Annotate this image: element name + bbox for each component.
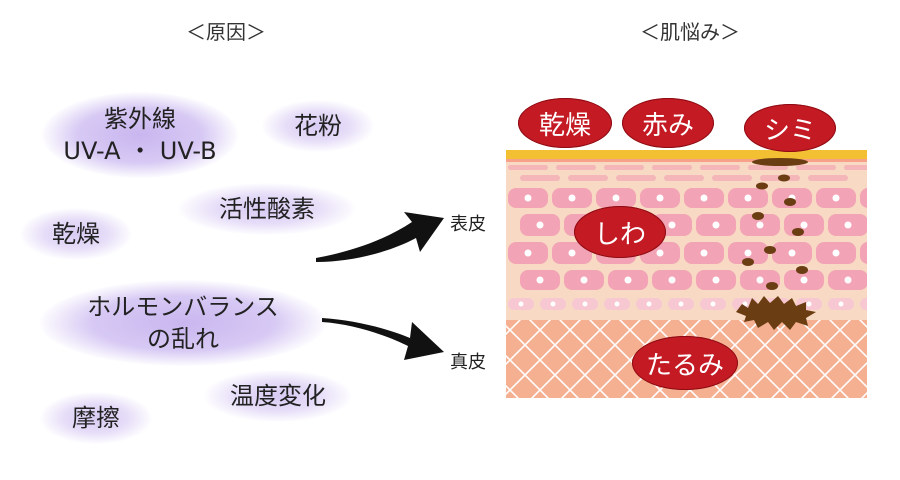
cause-pollen-label: 花粉: [294, 112, 342, 140]
cause-uv: 紫外線 UV-A ・ UV-B: [42, 92, 238, 178]
epidermis-label: 表皮: [450, 214, 486, 235]
cause-hormone-sublabel: の乱れ: [147, 325, 219, 353]
badge-dryness-label: 乾燥: [538, 110, 591, 141]
badge-redness: 赤み: [622, 98, 714, 148]
badge-sagging-label: たるみ: [645, 350, 724, 381]
badge-spots-label: シミ: [763, 115, 816, 146]
stratum-corneum: [506, 150, 867, 159]
cause-friction: 摩擦: [40, 392, 152, 444]
arrow-to-epidermis: [316, 212, 444, 262]
cause-temperature-label: 温度変化: [230, 382, 326, 410]
epidermis-layer: [506, 158, 867, 320]
cause-hormone-label: ホルモンバランス: [87, 293, 279, 321]
cause-uv-sublabel: UV-A ・ UV-B: [63, 137, 217, 165]
dermis-label: 真皮: [450, 352, 486, 373]
badge-sagging: たるみ: [632, 336, 738, 390]
arrow-to-dermis: [322, 318, 444, 360]
skin-problems-heading: ＜肌悩み＞: [640, 20, 740, 44]
causes-heading: ＜原因＞: [186, 20, 266, 44]
cause-temperature-change: 温度変化: [204, 370, 352, 422]
cause-hormone-imbalance: ホルモンバランス の乱れ: [40, 280, 326, 366]
badge-spots: シミ: [744, 104, 836, 152]
cause-active-oxygen-label: 活性酸素: [219, 195, 315, 223]
badge-dryness: 乾燥: [518, 98, 612, 148]
melanin-cluster: [736, 296, 816, 330]
cause-uv-label: 紫外線: [103, 105, 176, 133]
flat-cells: [508, 165, 867, 181]
cause-friction-label: 摩擦: [72, 404, 120, 432]
cause-dryness: 乾燥: [20, 208, 132, 260]
badge-wrinkles: しわ: [574, 206, 666, 258]
cause-pollen: 花粉: [262, 100, 374, 152]
badge-redness-label: 赤み: [641, 110, 694, 141]
melanin-particles: [742, 158, 808, 290]
cause-active-oxygen: 活性酸素: [178, 183, 356, 235]
cause-dryness-label: 乾燥: [52, 220, 100, 248]
badge-wrinkles-label: しわ: [593, 219, 646, 250]
